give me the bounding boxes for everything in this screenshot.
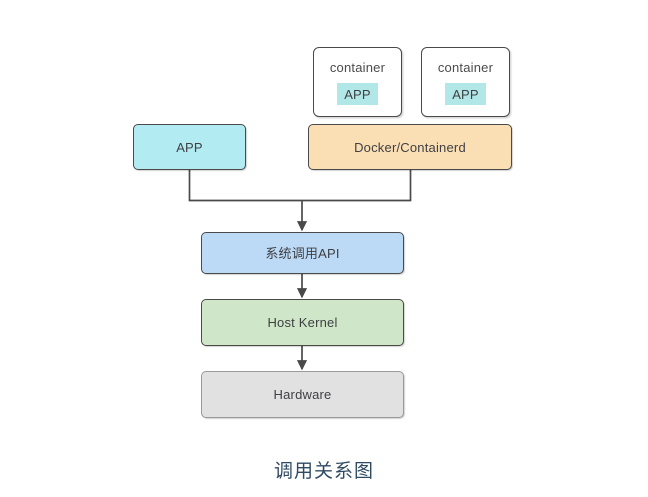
container-card-1-title: container [329, 60, 386, 75]
container-card-2[interactable]: container APP [421, 47, 510, 117]
node-hardware[interactable]: Hardware [201, 371, 404, 418]
node-host-kernel[interactable]: Host Kernel [201, 299, 404, 346]
diagram-caption: 调用关系图 [273, 461, 374, 482]
container-card-1[interactable]: container APP [313, 47, 402, 117]
container-card-2-title: container [437, 60, 494, 75]
container-card-1-app: APP [337, 83, 378, 105]
node-syscall-api[interactable]: 系统调用API [201, 232, 404, 274]
node-docker-containerd[interactable]: Docker/Containerd [308, 124, 512, 170]
container-card-2-app: APP [445, 83, 486, 105]
node-app[interactable]: APP [133, 124, 246, 170]
